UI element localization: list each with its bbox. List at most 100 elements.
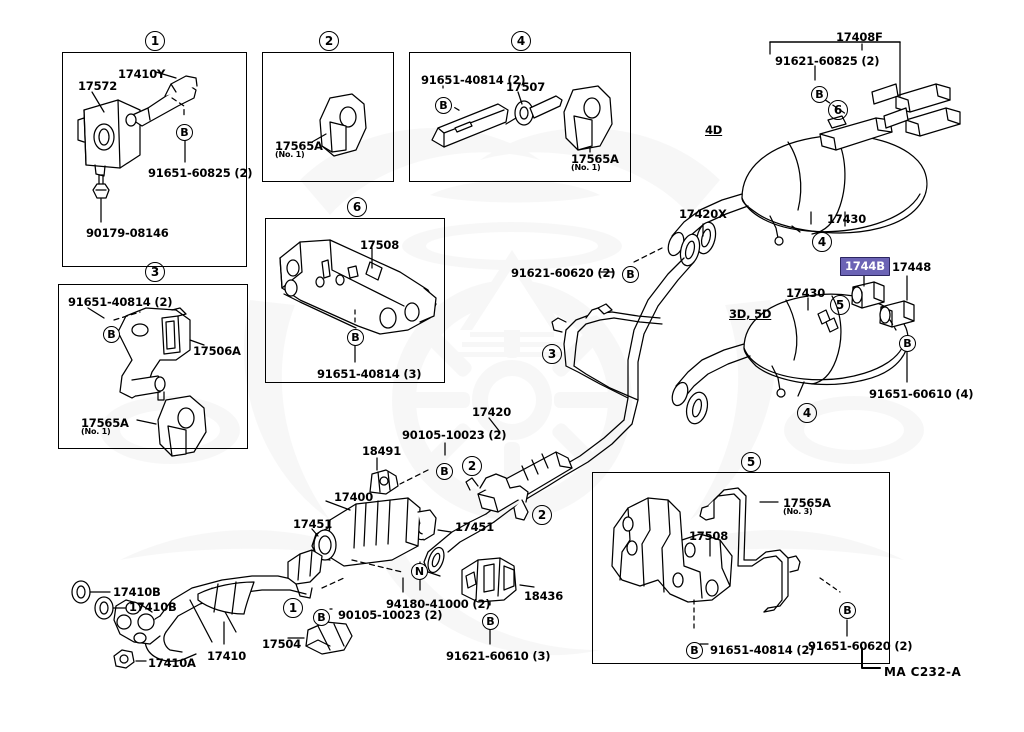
label-17410b-2-text: 17410B bbox=[129, 600, 177, 614]
label-17410b-1: 17410B bbox=[113, 586, 161, 598]
label-17410b-2: 17410B bbox=[129, 601, 177, 613]
label-91651-40814-p5: 91651-40814 (2) bbox=[710, 643, 815, 657]
label-17565a-no3-p5: 17565A(No. 3) bbox=[783, 497, 831, 516]
label-17565a-no1-p3: 17565A(No. 1) bbox=[81, 417, 129, 436]
label-91651-40814-p4: 91651-40814 (2) bbox=[421, 73, 526, 87]
label-17565a-no3-p5-text: 17565A bbox=[783, 496, 831, 510]
marker-b-18436: B bbox=[482, 613, 499, 630]
marker-panel-6: 6 bbox=[347, 197, 367, 217]
label-91651-40814-p3-text: 91651-40814 (2) bbox=[68, 295, 173, 309]
label-1744b-highlight[interactable]: 1744B bbox=[840, 257, 890, 276]
label-91621-60825-text: 91621-60825 (2) bbox=[775, 54, 880, 68]
label-91651-40814-p6: 91651-40814 (3) bbox=[317, 367, 422, 381]
label-90105-10023-b-text: 90105-10023 (2) bbox=[338, 608, 443, 622]
label-17565a-no1-p4-text: 17565A bbox=[571, 152, 619, 166]
label-17506a-text: 17506A bbox=[193, 344, 241, 358]
label-18436-text: 18436 bbox=[524, 589, 564, 603]
label-91651-40814-p6-text: 91651-40814 (3) bbox=[317, 367, 422, 381]
label-17565a-no1-p4: 17565A(No. 1) bbox=[571, 153, 619, 172]
marker-b-mid: B bbox=[622, 266, 639, 283]
panel-2 bbox=[262, 52, 394, 182]
label-91651-60825-text: 91651-60825 (2) bbox=[148, 166, 253, 180]
label-17506a: 17506A bbox=[193, 345, 241, 357]
label-17451-left: 17451 bbox=[293, 518, 332, 530]
label-17565a-no1-p2-sub: (No. 1) bbox=[275, 150, 305, 160]
label-90179-08146-text: 90179-08146 bbox=[86, 226, 169, 240]
label-91621-60620: 91621-60620 (2) bbox=[511, 266, 616, 280]
label-17430-bottom-text: 17430 bbox=[786, 286, 826, 300]
marker-b-top: B bbox=[811, 86, 828, 103]
label-91621-60620-text: 91621-60620 (2) bbox=[511, 266, 616, 280]
label-90105-10023-b: 90105-10023 (2) bbox=[338, 608, 443, 622]
label-17410b-1-text: 17410B bbox=[113, 585, 161, 599]
label-17430-bottom: 17430 bbox=[786, 287, 825, 299]
label-17410a: 17410A bbox=[148, 657, 196, 669]
label-94180-41000-text: 94180-41000 (2) bbox=[386, 597, 491, 611]
label-91651-60610: 91651-60610 (4) bbox=[869, 387, 974, 401]
label-91621-60610-3: 91621-60610 (3) bbox=[446, 650, 551, 662]
marker-b-cat: B bbox=[436, 463, 453, 480]
marker-panel-5: 5 bbox=[741, 452, 761, 472]
label-17508-p5-text: 17508 bbox=[689, 529, 729, 543]
label-17565a-no1-p2-text: 17565A bbox=[275, 139, 323, 153]
label-17410a-text: 17410A bbox=[148, 656, 196, 670]
marker-panel-3: 3 bbox=[145, 262, 165, 282]
label-17504: 17504 bbox=[262, 638, 301, 650]
marker-b-rear: B bbox=[899, 335, 916, 352]
label-17508-p6: 17508 bbox=[360, 239, 399, 251]
label-17508-p5: 17508 bbox=[689, 530, 728, 542]
label-1744b-highlight-text: 1744B bbox=[840, 257, 890, 276]
label-91651-60610-text: 91651-60610 (4) bbox=[869, 387, 974, 401]
marker-panel-2: 2 bbox=[319, 31, 339, 51]
label-90105-10023-c: 90105-10023 (2) bbox=[402, 429, 507, 441]
marker-1-cat: 1 bbox=[283, 598, 303, 618]
marker-b-p6: B bbox=[347, 329, 364, 346]
marker-b-p5b: B bbox=[839, 602, 856, 619]
label-91651-60620-p5-text: 91651-60620 (2) bbox=[808, 639, 913, 653]
label-17565a-no1-p2: 17565A(No. 1) bbox=[275, 140, 323, 159]
label-17572-text: 17572 bbox=[78, 79, 118, 93]
label-17448: 17448 bbox=[892, 261, 931, 273]
label-17420: 17420 bbox=[472, 406, 511, 418]
label-17410y: 17410Y bbox=[118, 68, 165, 80]
panel-3 bbox=[58, 284, 248, 449]
label-91651-40814-p5-text: 91651-40814 (2) bbox=[710, 643, 815, 657]
marker-6-top: 6 bbox=[828, 100, 848, 120]
label-17572: 17572 bbox=[78, 80, 117, 92]
label-91621-60825: 91621-60825 (2) bbox=[775, 54, 880, 68]
label-17565a-no1-p3-sub: (No. 1) bbox=[81, 427, 111, 437]
label-17408f: 17408F bbox=[836, 31, 883, 43]
label-17504-text: 17504 bbox=[262, 637, 302, 651]
label-17451-right: 17451 bbox=[455, 521, 494, 533]
panel-6 bbox=[265, 218, 445, 383]
marker-b-cat2: B bbox=[313, 609, 330, 626]
label-17420x-text: 17420X bbox=[679, 207, 727, 221]
label-91651-40814-p4-text: 91651-40814 (2) bbox=[421, 73, 526, 87]
label-17410-text: 17410 bbox=[207, 649, 247, 663]
marker-panel-4: 4 bbox=[511, 31, 531, 51]
label-17400-text: 17400 bbox=[334, 490, 374, 504]
label-18491-text: 18491 bbox=[362, 444, 402, 458]
label-17410: 17410 bbox=[207, 650, 246, 662]
variant-label-3d5d: 3D, 5D bbox=[729, 307, 772, 321]
label-91651-60825: 91651-60825 (2) bbox=[148, 166, 253, 180]
marker-b-p1: B bbox=[176, 124, 193, 141]
panel-4 bbox=[409, 52, 631, 182]
label-17448-text: 17448 bbox=[892, 260, 932, 274]
label-17565a-no1-p4-sub: (No. 1) bbox=[571, 163, 601, 173]
label-17507-text: 17507 bbox=[506, 80, 546, 94]
label-18436: 18436 bbox=[524, 590, 563, 602]
marker-b-p3: B bbox=[103, 326, 120, 343]
marker-panel-1: 1 bbox=[145, 31, 165, 51]
label-91651-60620-p5: 91651-60620 (2) bbox=[808, 639, 913, 653]
marker-4-bot: 4 bbox=[797, 403, 817, 423]
marker-b-p5a: B bbox=[686, 642, 703, 659]
label-17451-right-text: 17451 bbox=[455, 520, 495, 534]
marker-5-rear: 5 bbox=[830, 295, 850, 315]
label-91651-40814-p3: 91651-40814 (2) bbox=[68, 295, 173, 309]
label-17410y-text: 17410Y bbox=[118, 67, 166, 81]
label-17400: 17400 bbox=[334, 491, 373, 503]
label-94180-41000: 94180-41000 (2) bbox=[386, 597, 491, 611]
